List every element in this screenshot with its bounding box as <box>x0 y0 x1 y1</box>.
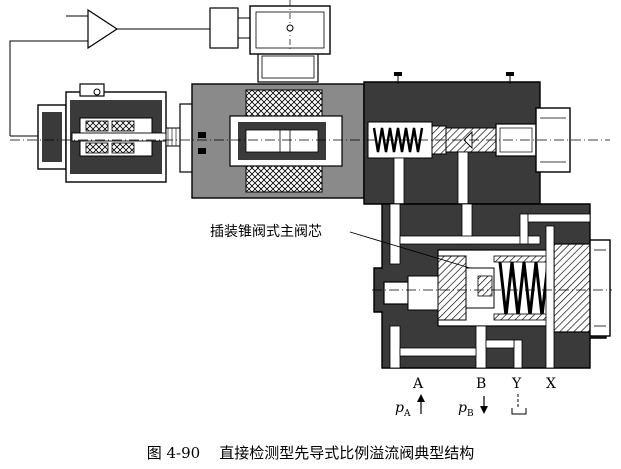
port-y-label: Y <box>511 376 522 392</box>
electrical-connector <box>209 0 331 83</box>
figure-number: 图 4-90 <box>146 444 201 462</box>
pb-symbol: p <box>458 400 467 416</box>
pa-arrow-up-icon <box>417 394 425 414</box>
figure-caption: 图 4-90 直接检测型先导式比例溢流阀典型结构 <box>0 442 621 463</box>
pb-subscript: B <box>467 409 474 419</box>
figure-title: 直接检测型先导式比例溢流阀典型结构 <box>219 444 475 462</box>
port-a-label: A <box>412 376 424 392</box>
flow-indicators: p A p B <box>395 394 527 419</box>
main-spool-callout: 插装锥阀式主阀芯 <box>210 224 471 269</box>
main-valve-body <box>372 203 612 369</box>
tank-return-icon <box>511 394 527 415</box>
port-labels: A B Y X <box>412 376 556 392</box>
pb-arrow-down-icon <box>480 396 488 414</box>
pa-subscript: A <box>403 409 411 419</box>
amplifier-symbol <box>87 8 119 50</box>
pilot-valve-body <box>10 72 610 210</box>
amplifier-feedback-loop <box>9 8 210 137</box>
callout-label: 插装锥阀式主阀芯 <box>210 224 322 240</box>
proportional-solenoid <box>179 83 365 199</box>
displacement-sensor <box>37 83 181 183</box>
pa-symbol: p <box>395 400 404 416</box>
port-b-label: B <box>476 376 486 392</box>
port-x-label: X <box>546 376 556 392</box>
